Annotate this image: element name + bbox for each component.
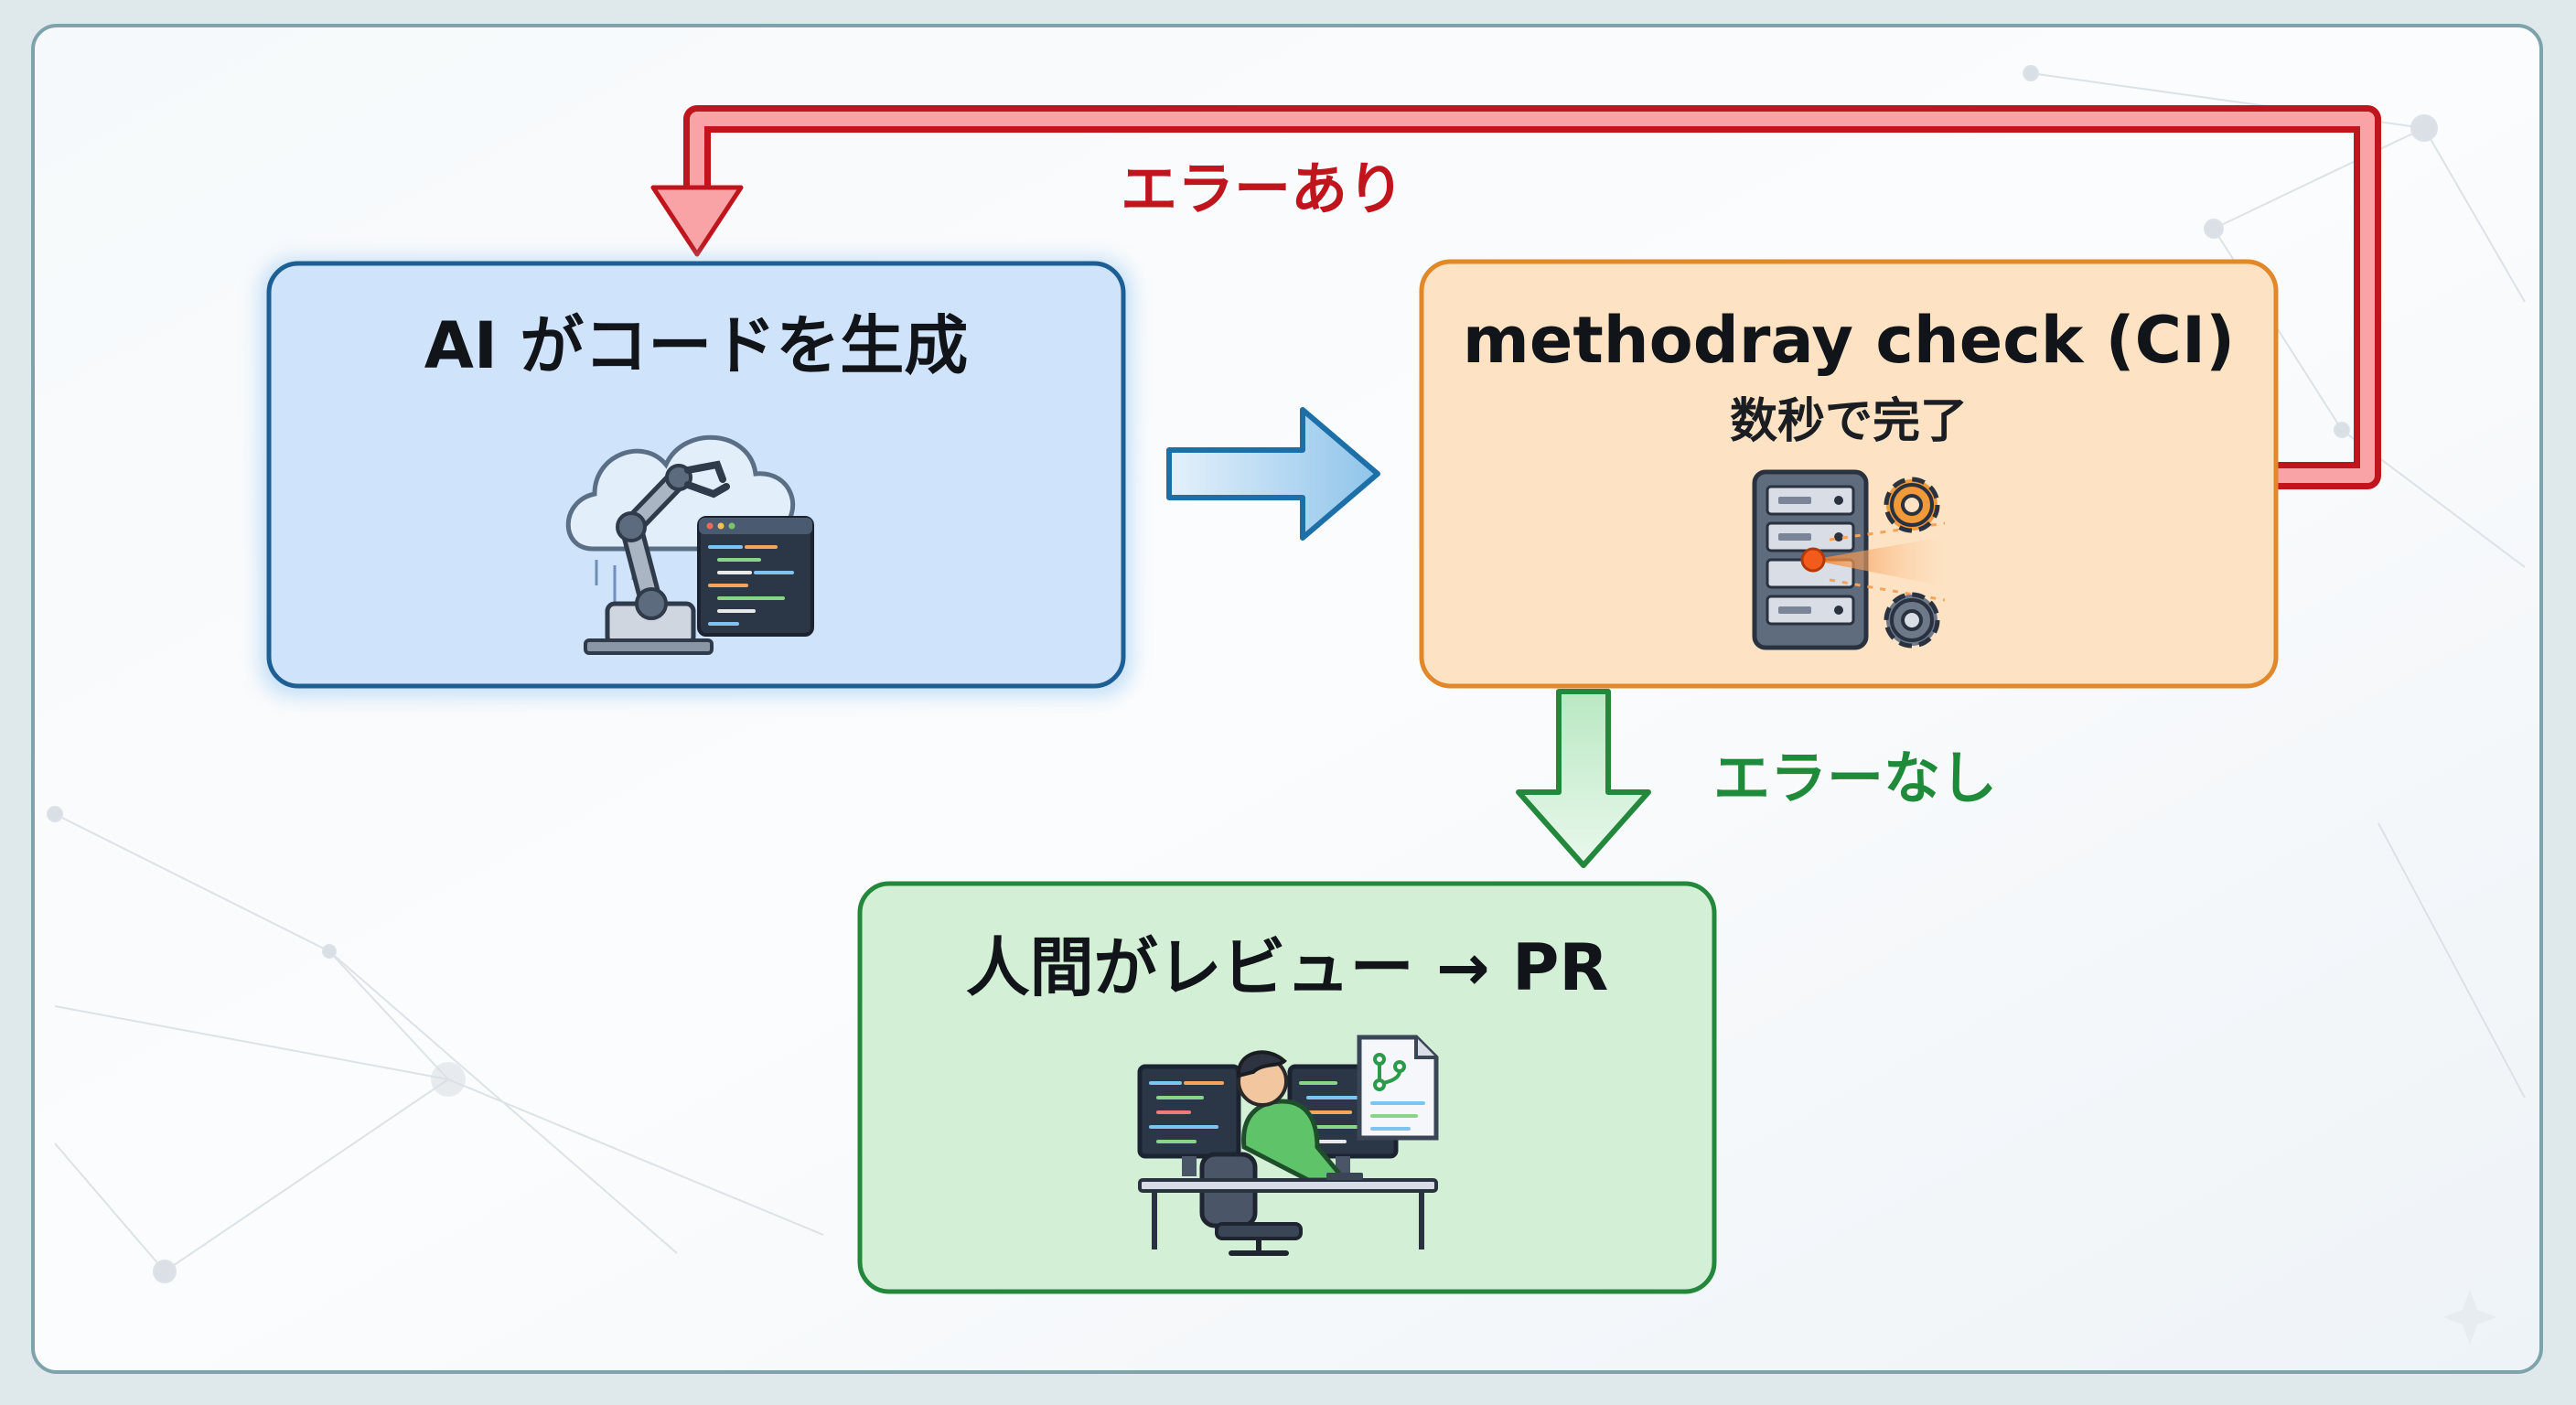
- error-loop-arrowhead: [650, 185, 744, 257]
- edge-label-error: エラーあり: [1121, 156, 1404, 222]
- edge-error-loop: [650, 105, 2381, 489]
- node-ai-generate: AI がコードを生成: [260, 258, 1132, 697]
- node-human-review: 人間がレビュー → PR: [857, 881, 1717, 1294]
- node-review-title: 人間がレビュー → PR: [966, 930, 1609, 1005]
- node-check-title: methodray check (CI): [1463, 303, 2235, 378]
- node-methodray-check: methodray check (CI) 数秒で完了: [1419, 259, 2279, 689]
- sparkle-icon: [2442, 1290, 2497, 1345]
- edge-label-no-error: エラーなし: [1713, 745, 1997, 811]
- edge-no-error-arrow: [1516, 689, 1651, 868]
- edge-ai-to-check-arrow: [1166, 407, 1380, 541]
- node-check-subtitle: 数秒で完了: [1730, 394, 1968, 449]
- robot-arm-code-icon: [565, 434, 814, 655]
- node-ai-title: AI がコードを生成: [424, 308, 969, 383]
- developer-desk-icon: [1137, 1035, 1439, 1256]
- server-gears-icon: [1752, 469, 1948, 650]
